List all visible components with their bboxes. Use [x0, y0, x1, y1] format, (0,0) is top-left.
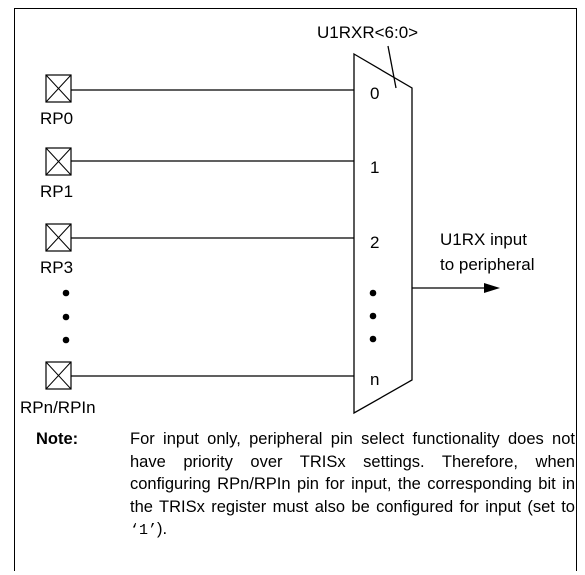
mux-input-number: n [370, 370, 379, 389]
mux-input-number: 1 [370, 158, 379, 177]
pin-rp1: RP1 1 [40, 147, 379, 201]
pin-label: RP1 [40, 182, 73, 201]
pin-rpn: RPn/RPIn n [20, 361, 379, 417]
pin-cross-icon [45, 223, 72, 252]
figure-frame [14, 8, 577, 571]
output-arrow-icon [484, 283, 500, 293]
pin-cross-icon [45, 147, 72, 176]
note-code-value: ‘1’ [130, 522, 158, 540]
output-label-line1: U1RX input [440, 230, 527, 249]
note-label: Note: [36, 430, 79, 448]
pin-rp3: RP3 2 [40, 223, 379, 277]
note-text-end: ). [157, 520, 168, 539]
register-select-tick [387, 45, 397, 89]
pin-label: RP3 [40, 258, 73, 277]
pin-label: RPn/RPIn [20, 398, 96, 417]
register-select-label: U1RXR<6:0> [317, 23, 418, 42]
mux-input-number: 0 [370, 84, 379, 103]
pin-label: RP0 [40, 109, 73, 128]
note-text: For input only, peripheral pin select fu… [130, 428, 575, 543]
mux-ellipsis-dots [369, 289, 377, 343]
pin-cross-icon [45, 361, 72, 390]
pin-rp0: RP0 0 [40, 74, 379, 128]
mux-input-number: 2 [370, 233, 379, 252]
pps-input-mux-diagram: U1RXR<6:0> RP0 0 RP1 1 RP3 2 [20, 23, 535, 417]
pin-cross-icon [45, 74, 72, 103]
multiplexer-block [353, 52, 413, 415]
output-label-line2: to peripheral [440, 255, 535, 274]
note-text-body: For input only, peripheral pin select fu… [130, 430, 575, 516]
pin-ellipsis-dots [62, 289, 70, 344]
